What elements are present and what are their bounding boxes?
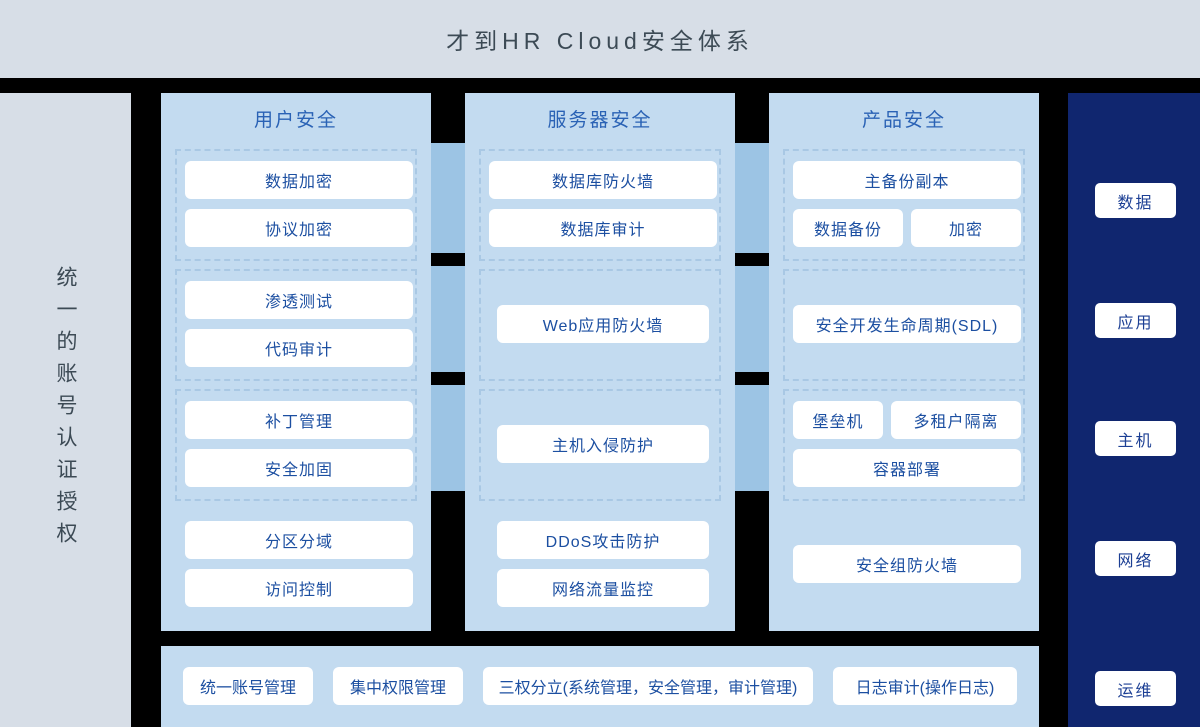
capability-chip-label: 数据加密 xyxy=(264,174,333,191)
capability-chip-label: 数据库审计 xyxy=(560,222,646,239)
capability-chip[interactable]: 安全开发生命周期(SDL) xyxy=(793,305,1021,343)
capability-group-3: 安全组防火墙 xyxy=(783,509,1025,621)
capability-chip[interactable]: 协议加密 xyxy=(185,209,413,247)
layer-chip-label: 应用 xyxy=(1117,314,1154,332)
capability-chip[interactable]: 数据库防火墙 xyxy=(489,161,717,199)
column-title: 服务器安全 xyxy=(547,109,653,131)
capability-chip[interactable]: 堡垒机 xyxy=(793,401,883,439)
capability-chip-label: 数据备份 xyxy=(813,222,882,239)
column-connector-bar xyxy=(430,385,465,491)
left-band-label: 统一的账号认证授权 xyxy=(54,266,77,554)
capability-chip[interactable]: 数据备份 xyxy=(793,209,903,247)
capability-chip-label: 分区分域 xyxy=(264,534,333,551)
layer-chip-3[interactable]: 网络 xyxy=(1095,541,1176,576)
capability-chip[interactable]: 主机入侵防护 xyxy=(497,425,709,463)
layer-chip-label: 网络 xyxy=(1117,552,1154,570)
capability-group-1: 渗透测试代码审计 xyxy=(175,269,417,381)
security-column-0: 用户安全数据加密协议加密渗透测试代码审计补丁管理安全加固分区分域访问控制 xyxy=(161,93,431,631)
title-bar: 才到HR Cloud安全体系 xyxy=(0,0,1200,78)
capability-chip-label: 主备份副本 xyxy=(864,174,950,191)
capability-chip[interactable]: 容器部署 xyxy=(793,449,1021,487)
right-band: 数据应用主机网络运维 xyxy=(1068,93,1200,727)
bottom-bar: 统一账号管理 集中权限管理 三权分立(系统管理，安全管理，审计管理) 日志审计(操作日… xyxy=(161,646,1039,727)
capability-chip-label: 堡垒机 xyxy=(812,414,864,431)
capability-chip[interactable]: 代码审计 xyxy=(185,329,413,367)
account-management-chip-label: 日志审计(操作日志) xyxy=(855,680,995,697)
account-management-chip-2[interactable]: 三权分立(系统管理，安全管理，审计管理) xyxy=(483,667,813,705)
account-management-chip-3[interactable]: 日志审计(操作日志) xyxy=(833,667,1017,705)
capability-chip[interactable]: 数据加密 xyxy=(185,161,413,199)
capability-chip-label: 代码审计 xyxy=(264,342,333,359)
capability-group-3: 分区分域访问控制 xyxy=(175,509,417,621)
account-management-chip-label: 集中权限管理 xyxy=(349,680,446,697)
capability-chip[interactable]: 补丁管理 xyxy=(185,401,413,439)
capability-chip-label: 多租户隔离 xyxy=(913,414,999,431)
capability-chip-label: DDoS攻击防护 xyxy=(545,534,661,551)
capability-group-2: 堡垒机 多租户隔离容器部署 xyxy=(783,389,1025,501)
column-title: 用户安全 xyxy=(253,109,338,131)
capability-chip-label: Web应用防火墙 xyxy=(542,318,664,335)
layer-chip-2[interactable]: 主机 xyxy=(1095,421,1176,456)
capability-chip[interactable]: 安全加固 xyxy=(185,449,413,487)
layer-chip-4[interactable]: 运维 xyxy=(1095,671,1176,706)
account-management-chip-1[interactable]: 集中权限管理 xyxy=(333,667,463,705)
capability-chip-label: 网络流量监控 xyxy=(551,582,654,599)
capability-chip-label: 补丁管理 xyxy=(264,414,333,431)
column-connector-bar xyxy=(430,143,465,253)
layer-chip-0[interactable]: 数据 xyxy=(1095,183,1176,218)
column-title: 产品安全 xyxy=(861,109,946,131)
capability-chip[interactable]: Web应用防火墙 xyxy=(497,305,709,343)
capability-chip-label: 访问控制 xyxy=(264,582,333,599)
capability-chip-label: 容器部署 xyxy=(872,462,941,479)
security-column-1: 服务器安全数据库防火墙数据库审计 Web应用防火墙主机入侵防护 DDoS攻击防护网络… xyxy=(465,93,735,631)
capability-chip[interactable]: 主备份副本 xyxy=(793,161,1021,199)
capability-chip[interactable]: 网络流量监控 xyxy=(497,569,709,607)
account-management-chip-label: 统一账号管理 xyxy=(199,680,296,697)
column-connector-bar xyxy=(430,266,465,372)
left-band: 统一的账号认证授权 xyxy=(0,93,131,727)
layer-chip-label: 数据 xyxy=(1117,194,1154,212)
capability-group-3: DDoS攻击防护网络流量监控 xyxy=(479,509,721,621)
capability-group-1: Web应用防火墙 xyxy=(479,269,721,381)
capability-group-0: 主备份副本数据备份 加密 xyxy=(783,149,1025,261)
capability-chip[interactable]: 加密 xyxy=(911,209,1021,247)
capability-group-2: 主机入侵防护 xyxy=(479,389,721,501)
column-connector-bar xyxy=(734,143,769,253)
capability-group-2: 补丁管理安全加固 xyxy=(175,389,417,501)
capability-chip-label: 协议加密 xyxy=(264,222,333,239)
account-management-chip-label: 三权分立(系统管理，安全管理，审计管理) xyxy=(498,680,798,697)
layer-chip-1[interactable]: 应用 xyxy=(1095,303,1176,338)
capability-chip[interactable]: 多租户隔离 xyxy=(891,401,1021,439)
capability-chip[interactable]: 数据库审计 xyxy=(489,209,717,247)
capability-chip[interactable]: 分区分域 xyxy=(185,521,413,559)
page-title: 才到HR Cloud安全体系 xyxy=(446,28,754,54)
capability-chip[interactable]: DDoS攻击防护 xyxy=(497,521,709,559)
account-management-chip-0[interactable]: 统一账号管理 xyxy=(183,667,313,705)
capability-chip[interactable]: 渗透测试 xyxy=(185,281,413,319)
security-column-2: 产品安全主备份副本数据备份 加密安全开发生命周期(SDL) 堡垒机 多租户隔离容器部署… xyxy=(769,93,1039,631)
capability-chip-label: 安全开发生命周期(SDL) xyxy=(815,318,999,335)
capability-chip[interactable]: 安全组防火墙 xyxy=(793,545,1021,583)
layer-chip-label: 主机 xyxy=(1117,432,1154,450)
capability-chip-label: 加密 xyxy=(948,222,983,239)
capability-group-1: 安全开发生命周期(SDL) xyxy=(783,269,1025,381)
capability-chip-label: 安全组防火墙 xyxy=(855,558,958,575)
layer-chip-label: 运维 xyxy=(1117,682,1154,700)
capability-group-0: 数据库防火墙数据库审计 xyxy=(479,149,721,261)
capability-chip-label: 渗透测试 xyxy=(264,294,333,311)
capability-chip-label: 安全加固 xyxy=(264,462,333,479)
capability-group-0: 数据加密协议加密 xyxy=(175,149,417,261)
capability-chip-label: 主机入侵防护 xyxy=(551,438,654,455)
column-connector-bar xyxy=(734,266,769,372)
column-connector-bar xyxy=(734,385,769,491)
capability-chip-label: 数据库防火墙 xyxy=(551,174,654,191)
capability-chip[interactable]: 访问控制 xyxy=(185,569,413,607)
